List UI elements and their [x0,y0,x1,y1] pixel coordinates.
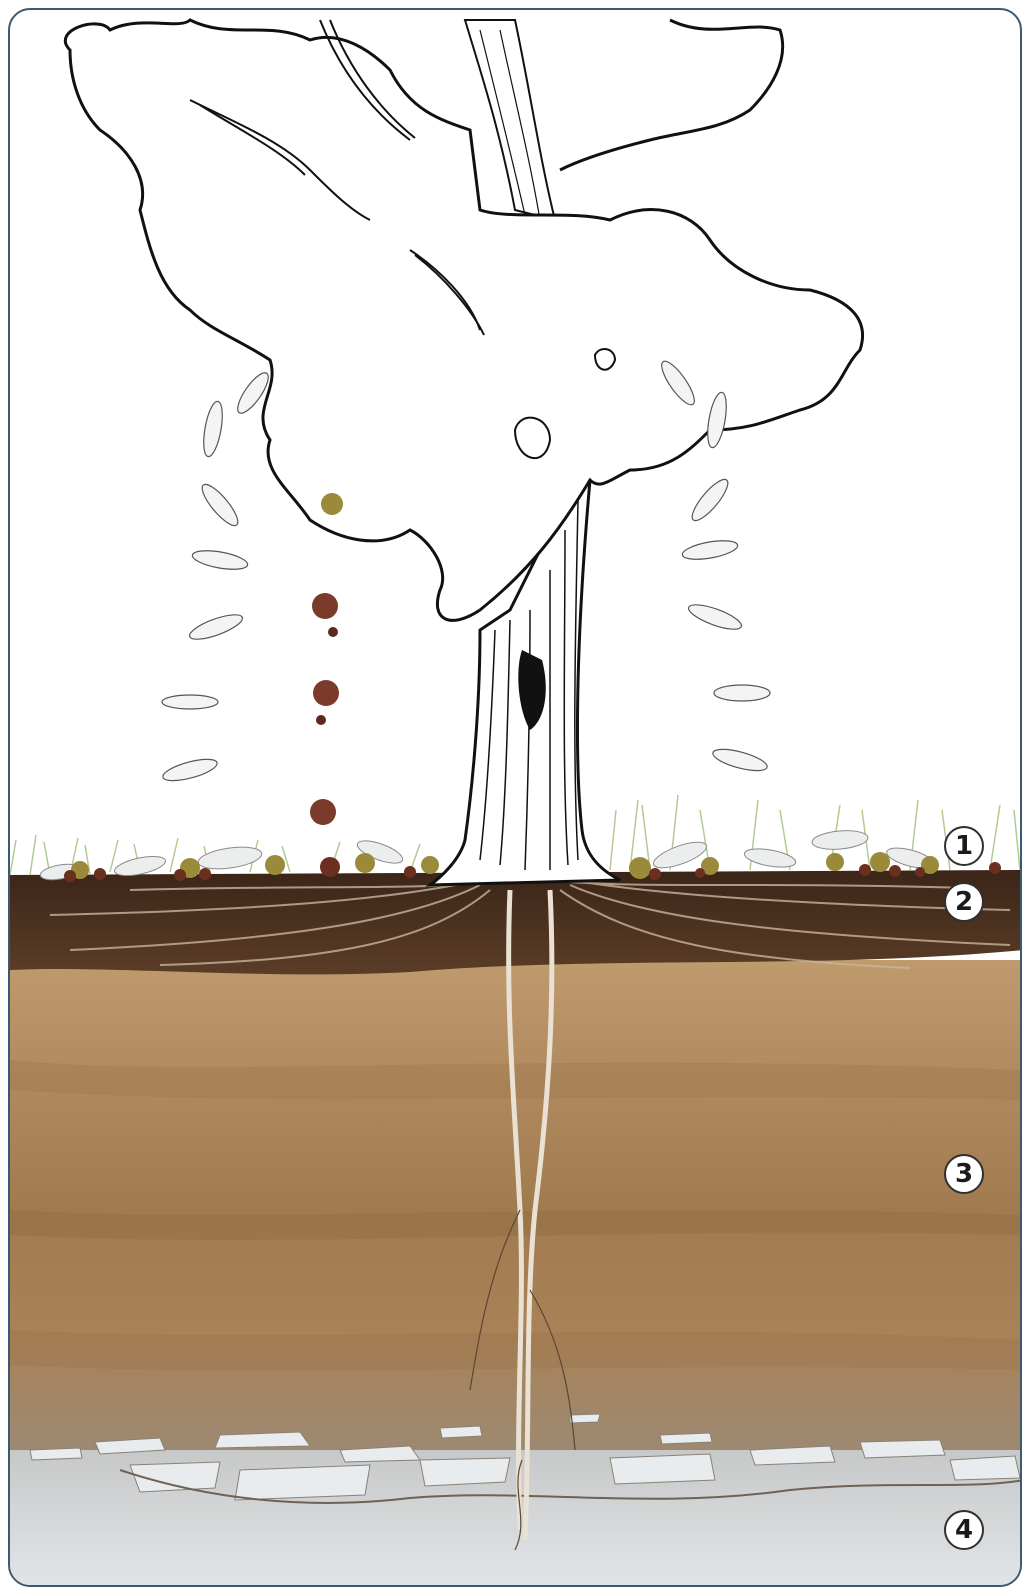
layer-marker-4: 4 [944,1510,984,1550]
tree-canopy [65,20,862,620]
layer-marker-1: 1 [944,826,984,866]
subsoil-layer [10,960,1022,1460]
falling-chestnuts [310,493,343,825]
subsoil-band [10,1330,1022,1371]
canopy-right [560,20,783,170]
layer-marker-2: 2 [944,882,984,922]
layer-marker-3: 3 [944,1154,984,1194]
tree-soil-illustration [10,10,1022,1587]
illustration-frame: 1 2 3 4 [8,8,1022,1587]
